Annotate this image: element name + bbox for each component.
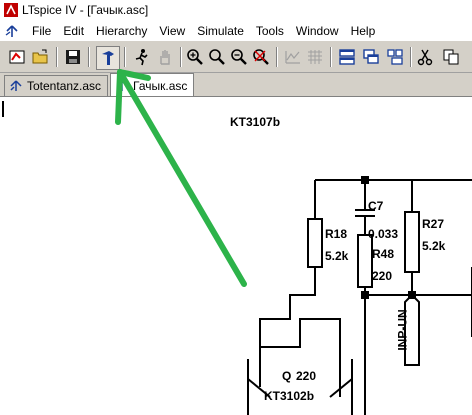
schematic-wires [2, 101, 472, 415]
zoom-in-icon [187, 49, 203, 65]
tile-vertical-button[interactable] [384, 46, 406, 68]
copy-button[interactable] [440, 46, 462, 68]
menu-file[interactable]: File [32, 23, 52, 38]
menu-help[interactable]: Help [350, 23, 376, 38]
tab-totentanz[interactable]: Totentanz.asc [4, 75, 108, 96]
schematic-canvas[interactable]: KT3107b C7 0.033 R18 5.2k R48 220 R27 5.… [0, 96, 472, 415]
tile-horizontal-icon [339, 49, 355, 65]
plot-range-icon [285, 51, 300, 64]
menu-simulate[interactable]: Simulate [197, 23, 244, 38]
autorange-button[interactable] [282, 46, 304, 68]
pan-button[interactable] [206, 46, 228, 68]
menu-hierarchy[interactable]: Hierarchy [96, 23, 148, 38]
value-r27: 5.2k [422, 239, 446, 253]
menu-bar: File Edit Hierarchy View Simulate Tools … [0, 20, 472, 42]
toolbar [0, 42, 472, 73]
label-c7: C7 [368, 199, 384, 213]
zoom-out-icon [231, 49, 247, 65]
grid-icon [308, 50, 322, 64]
transistor-label-q: Q [282, 369, 292, 383]
tab-label: Totentanz.asc [27, 79, 102, 93]
title-bar: LTspice IV - [Гачык.asc] [0, 0, 472, 20]
transistor-part-overlap: KT3102b [264, 389, 315, 403]
menu-view[interactable]: View [159, 23, 186, 38]
tile-windows-icon [387, 49, 403, 65]
tab-gachyk[interactable]: Гачык.asc [110, 73, 194, 97]
schematic-icon [9, 79, 23, 93]
hammer-icon [102, 51, 114, 65]
part-label-kt3107b: KT3107b [230, 115, 281, 129]
running-man-icon [135, 49, 148, 66]
zoom-in-button[interactable] [184, 46, 206, 68]
toolbar-separator [88, 47, 90, 67]
save-disk-icon [66, 50, 80, 64]
value-c7: 0.033 [368, 227, 399, 241]
toolbar-separator [56, 47, 58, 67]
toolbar-separator [276, 47, 278, 67]
document-system-icon[interactable] [4, 23, 20, 39]
toolbar-separator [180, 47, 182, 67]
run-button[interactable] [130, 46, 152, 68]
cascade-button[interactable] [360, 46, 382, 68]
toolbar-separator [330, 47, 332, 67]
cascade-windows-icon [363, 49, 379, 64]
control-panel-button[interactable] [96, 46, 120, 70]
menu-edit[interactable]: Edit [63, 23, 85, 38]
value-r18: 5.2k [325, 249, 349, 263]
label-r18: R18 [325, 227, 348, 241]
label-r48: R48 [372, 247, 395, 261]
window-title: LTspice IV - [Гачык.asc] [22, 3, 149, 17]
new-schematic-icon [9, 50, 25, 64]
save-button[interactable] [62, 46, 84, 68]
transistor-value-overlap: 220 [296, 369, 317, 383]
schematic-icon [115, 79, 129, 93]
scissors-icon [417, 49, 433, 66]
menu-tools[interactable]: Tools [255, 23, 284, 38]
tab-label: Гачык.asc [133, 78, 188, 93]
document-tab-bar: Totentanz.asc Гачык.asc [0, 73, 472, 97]
toolbar-separator [410, 47, 412, 67]
hand-icon [160, 50, 170, 65]
zoom-out-button[interactable] [228, 46, 250, 68]
tile-horizontal-button[interactable] [336, 46, 358, 68]
halt-button[interactable] [154, 46, 176, 68]
grid-button[interactable] [304, 46, 326, 68]
toolbar-separator [124, 47, 126, 67]
zoom-fit-icon [253, 49, 269, 65]
zoom-fit-button[interactable] [250, 46, 272, 68]
new-schematic-button[interactable] [6, 46, 28, 68]
label-r27: R27 [422, 217, 445, 231]
copy-icon [443, 49, 459, 65]
magnifier-icon [209, 49, 225, 65]
open-folder-icon [32, 49, 48, 64]
cut-button[interactable] [414, 46, 436, 68]
open-button[interactable] [30, 46, 52, 68]
value-r48: 220 [372, 269, 393, 283]
ltspice-app-icon[interactable] [4, 3, 18, 17]
menu-window[interactable]: Window [295, 23, 339, 38]
net-label-inp-un: INP-UN [395, 309, 410, 351]
